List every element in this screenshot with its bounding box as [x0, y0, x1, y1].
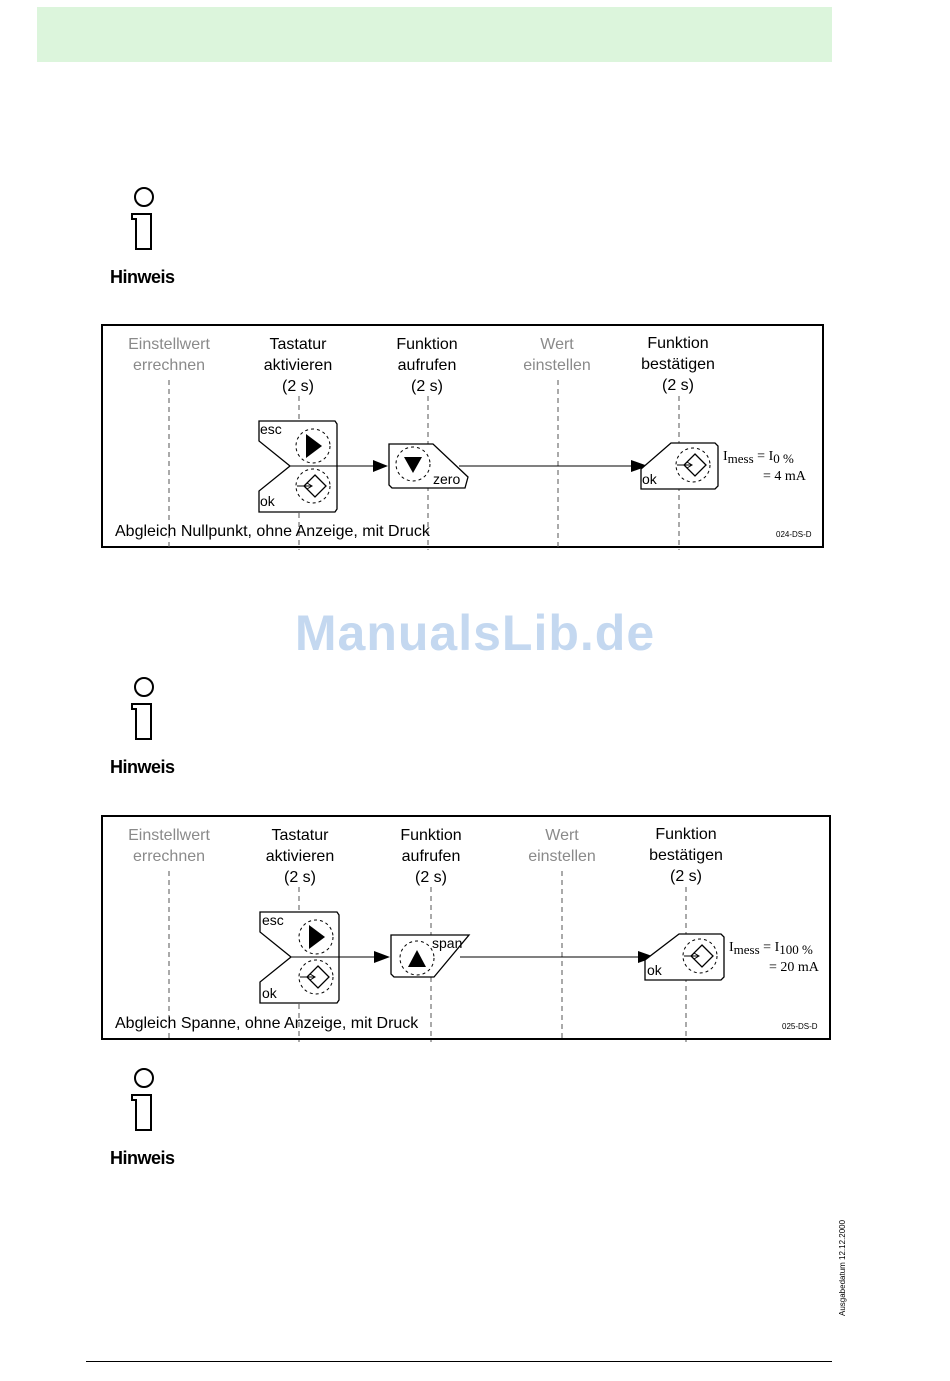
info-icon [131, 187, 154, 250]
figure-code: 024-DS-D [776, 530, 812, 539]
hinweis-note-1: Hinweis [108, 185, 188, 287]
header-band [37, 7, 832, 62]
key-esc-label: esc [260, 421, 282, 437]
key-confirm-ok-label: ok [647, 962, 662, 978]
diagram-caption: Abgleich Spanne, ohne Anzeige, mit Druck [115, 1015, 419, 1032]
hinweis-label: Hinweis [110, 757, 175, 777]
key-zero-label: zero [433, 471, 461, 487]
issue-date: Ausgabedatum 12.12.2000 [838, 1219, 847, 1316]
hinweis-label: Hinweis [110, 267, 175, 287]
hinweis-note-3: Hinweis [108, 1066, 188, 1168]
key-esc-label: esc [262, 912, 284, 928]
formula-current: Imess = I0 % = 4 mA [723, 449, 806, 484]
hinweis-label: Hinweis [110, 1148, 175, 1168]
key-confirm-ok-label: ok [642, 471, 657, 487]
diagram-caption: Abgleich Nullpunkt, ohne Anzeige, mit Dr… [115, 523, 430, 540]
watermark: ManualsLib.de [294, 605, 656, 661]
figure-code: 025-DS-D [782, 1022, 818, 1031]
diagram-spanne-graphic [168, 871, 725, 1042]
info-icon [131, 1068, 154, 1131]
info-icon [131, 677, 154, 740]
diagram-nullpunkt-graphic [168, 380, 719, 550]
formula-current: Imess = I100 % = 20 mA [729, 940, 819, 975]
footer-rule [86, 1361, 832, 1362]
key-ok-label: ok [262, 985, 277, 1001]
key-ok-label: ok [260, 493, 275, 509]
key-span-label: span [432, 935, 463, 951]
hinweis-note-2: Hinweis [108, 675, 188, 777]
